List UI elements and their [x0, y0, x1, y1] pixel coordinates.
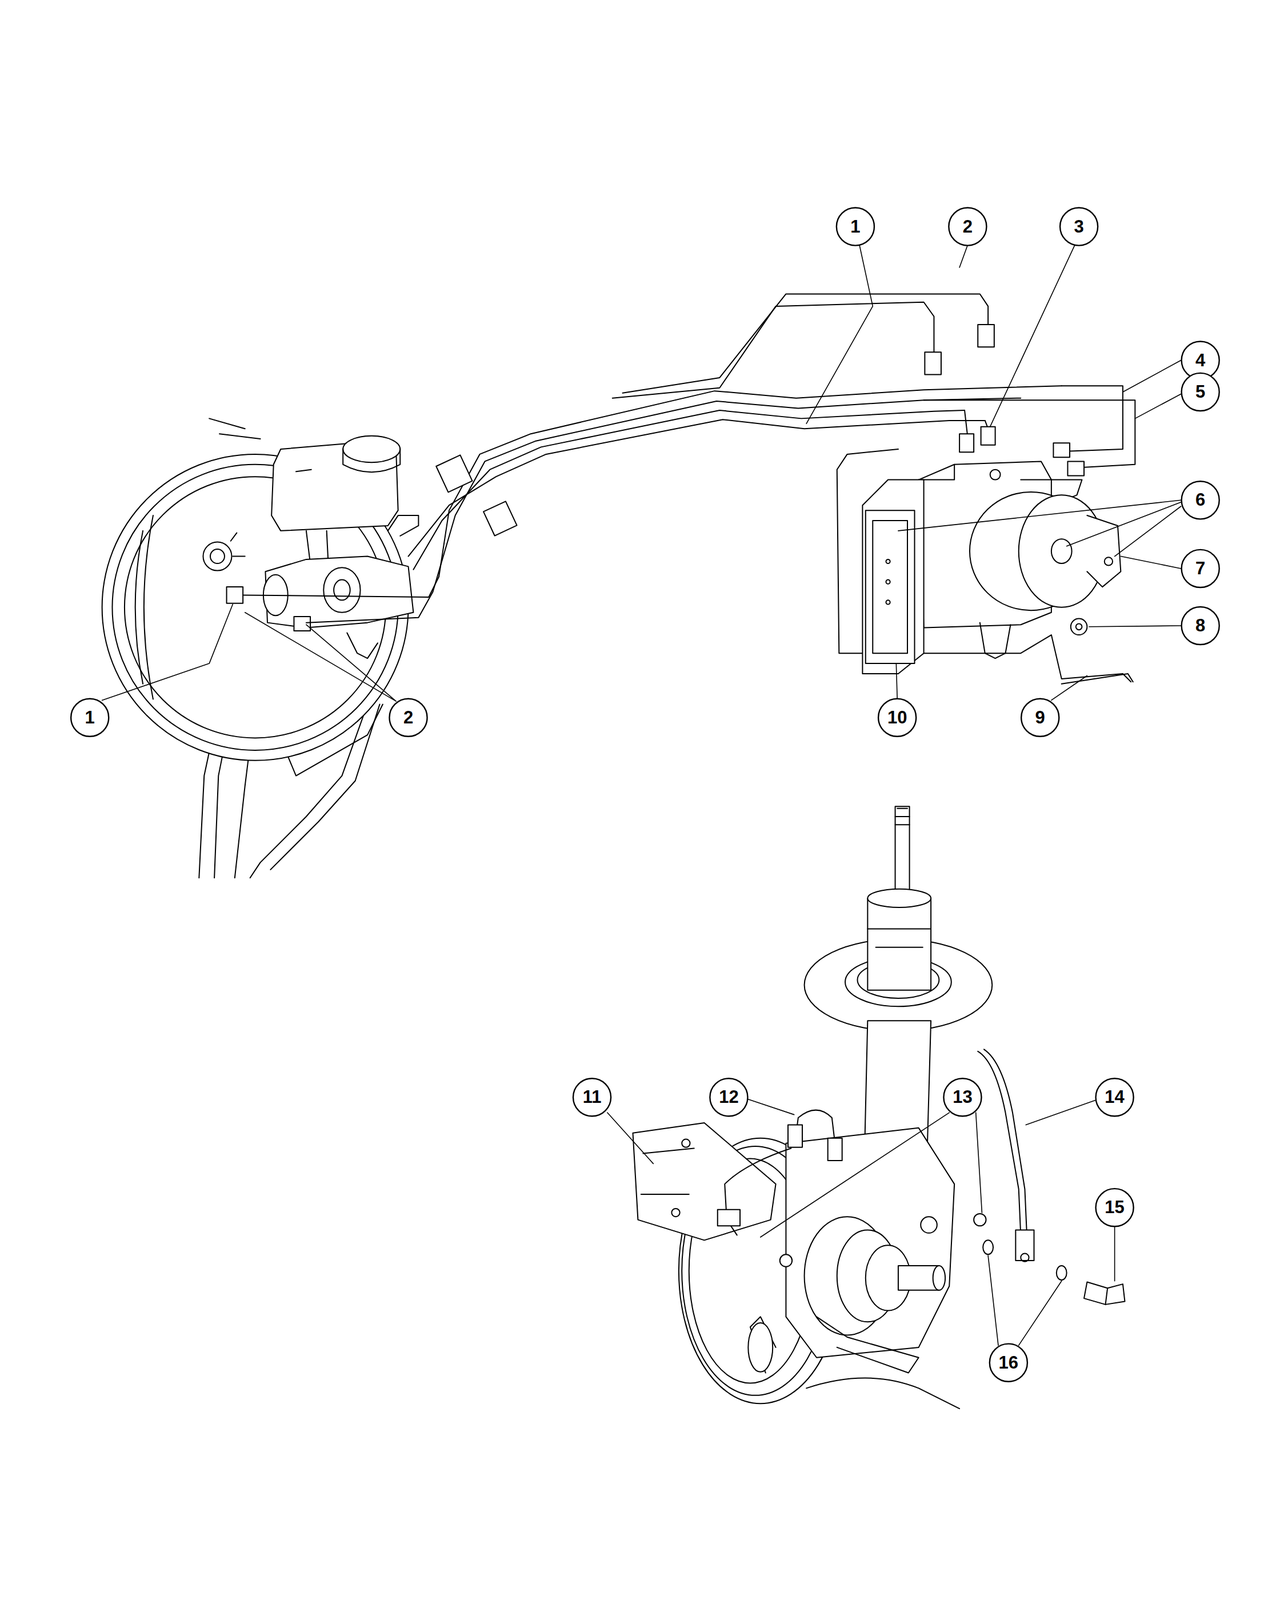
callout-number: 2 [949, 209, 986, 245]
callout-circle [573, 1078, 611, 1116]
callout-circle [943, 1078, 982, 1116]
callout-number: 1 [72, 700, 108, 736]
callout-number: 10 [879, 700, 915, 736]
callout-circle [878, 698, 916, 737]
callout-circle [1181, 549, 1220, 588]
callout-number: 14 [1097, 1079, 1133, 1115]
callout-circle [70, 698, 109, 737]
callout-number: 9 [1022, 700, 1058, 736]
callout-number: 16 [990, 1345, 1027, 1381]
callout-number: 12 [710, 1079, 747, 1115]
callout-number: 1 [837, 209, 874, 245]
callout-circle [1060, 208, 1098, 246]
callout-circle [709, 1078, 748, 1116]
callout-number: 13 [944, 1079, 980, 1115]
callout-number: 2 [390, 700, 427, 736]
callout-circle [1096, 1188, 1134, 1227]
callout-circle [948, 208, 987, 246]
callout-number: 15 [1097, 1189, 1133, 1226]
callout-number: 11 [574, 1079, 610, 1115]
callout-number: 4 [1182, 342, 1219, 379]
callout-circle [1181, 373, 1220, 411]
callout-circle [1021, 698, 1059, 737]
callout-circle [1096, 1078, 1134, 1116]
callout-circle [836, 208, 875, 246]
callout-number: 5 [1182, 374, 1219, 410]
callout-number: 6 [1182, 482, 1219, 518]
callout-circle [1181, 481, 1220, 519]
callout-circle [389, 698, 427, 737]
callout-circle [989, 1344, 1028, 1382]
callout-number: 7 [1182, 550, 1219, 587]
callout-circle [1181, 606, 1220, 645]
callout-number: 3 [1061, 209, 1097, 245]
callout-number: 8 [1182, 608, 1219, 644]
